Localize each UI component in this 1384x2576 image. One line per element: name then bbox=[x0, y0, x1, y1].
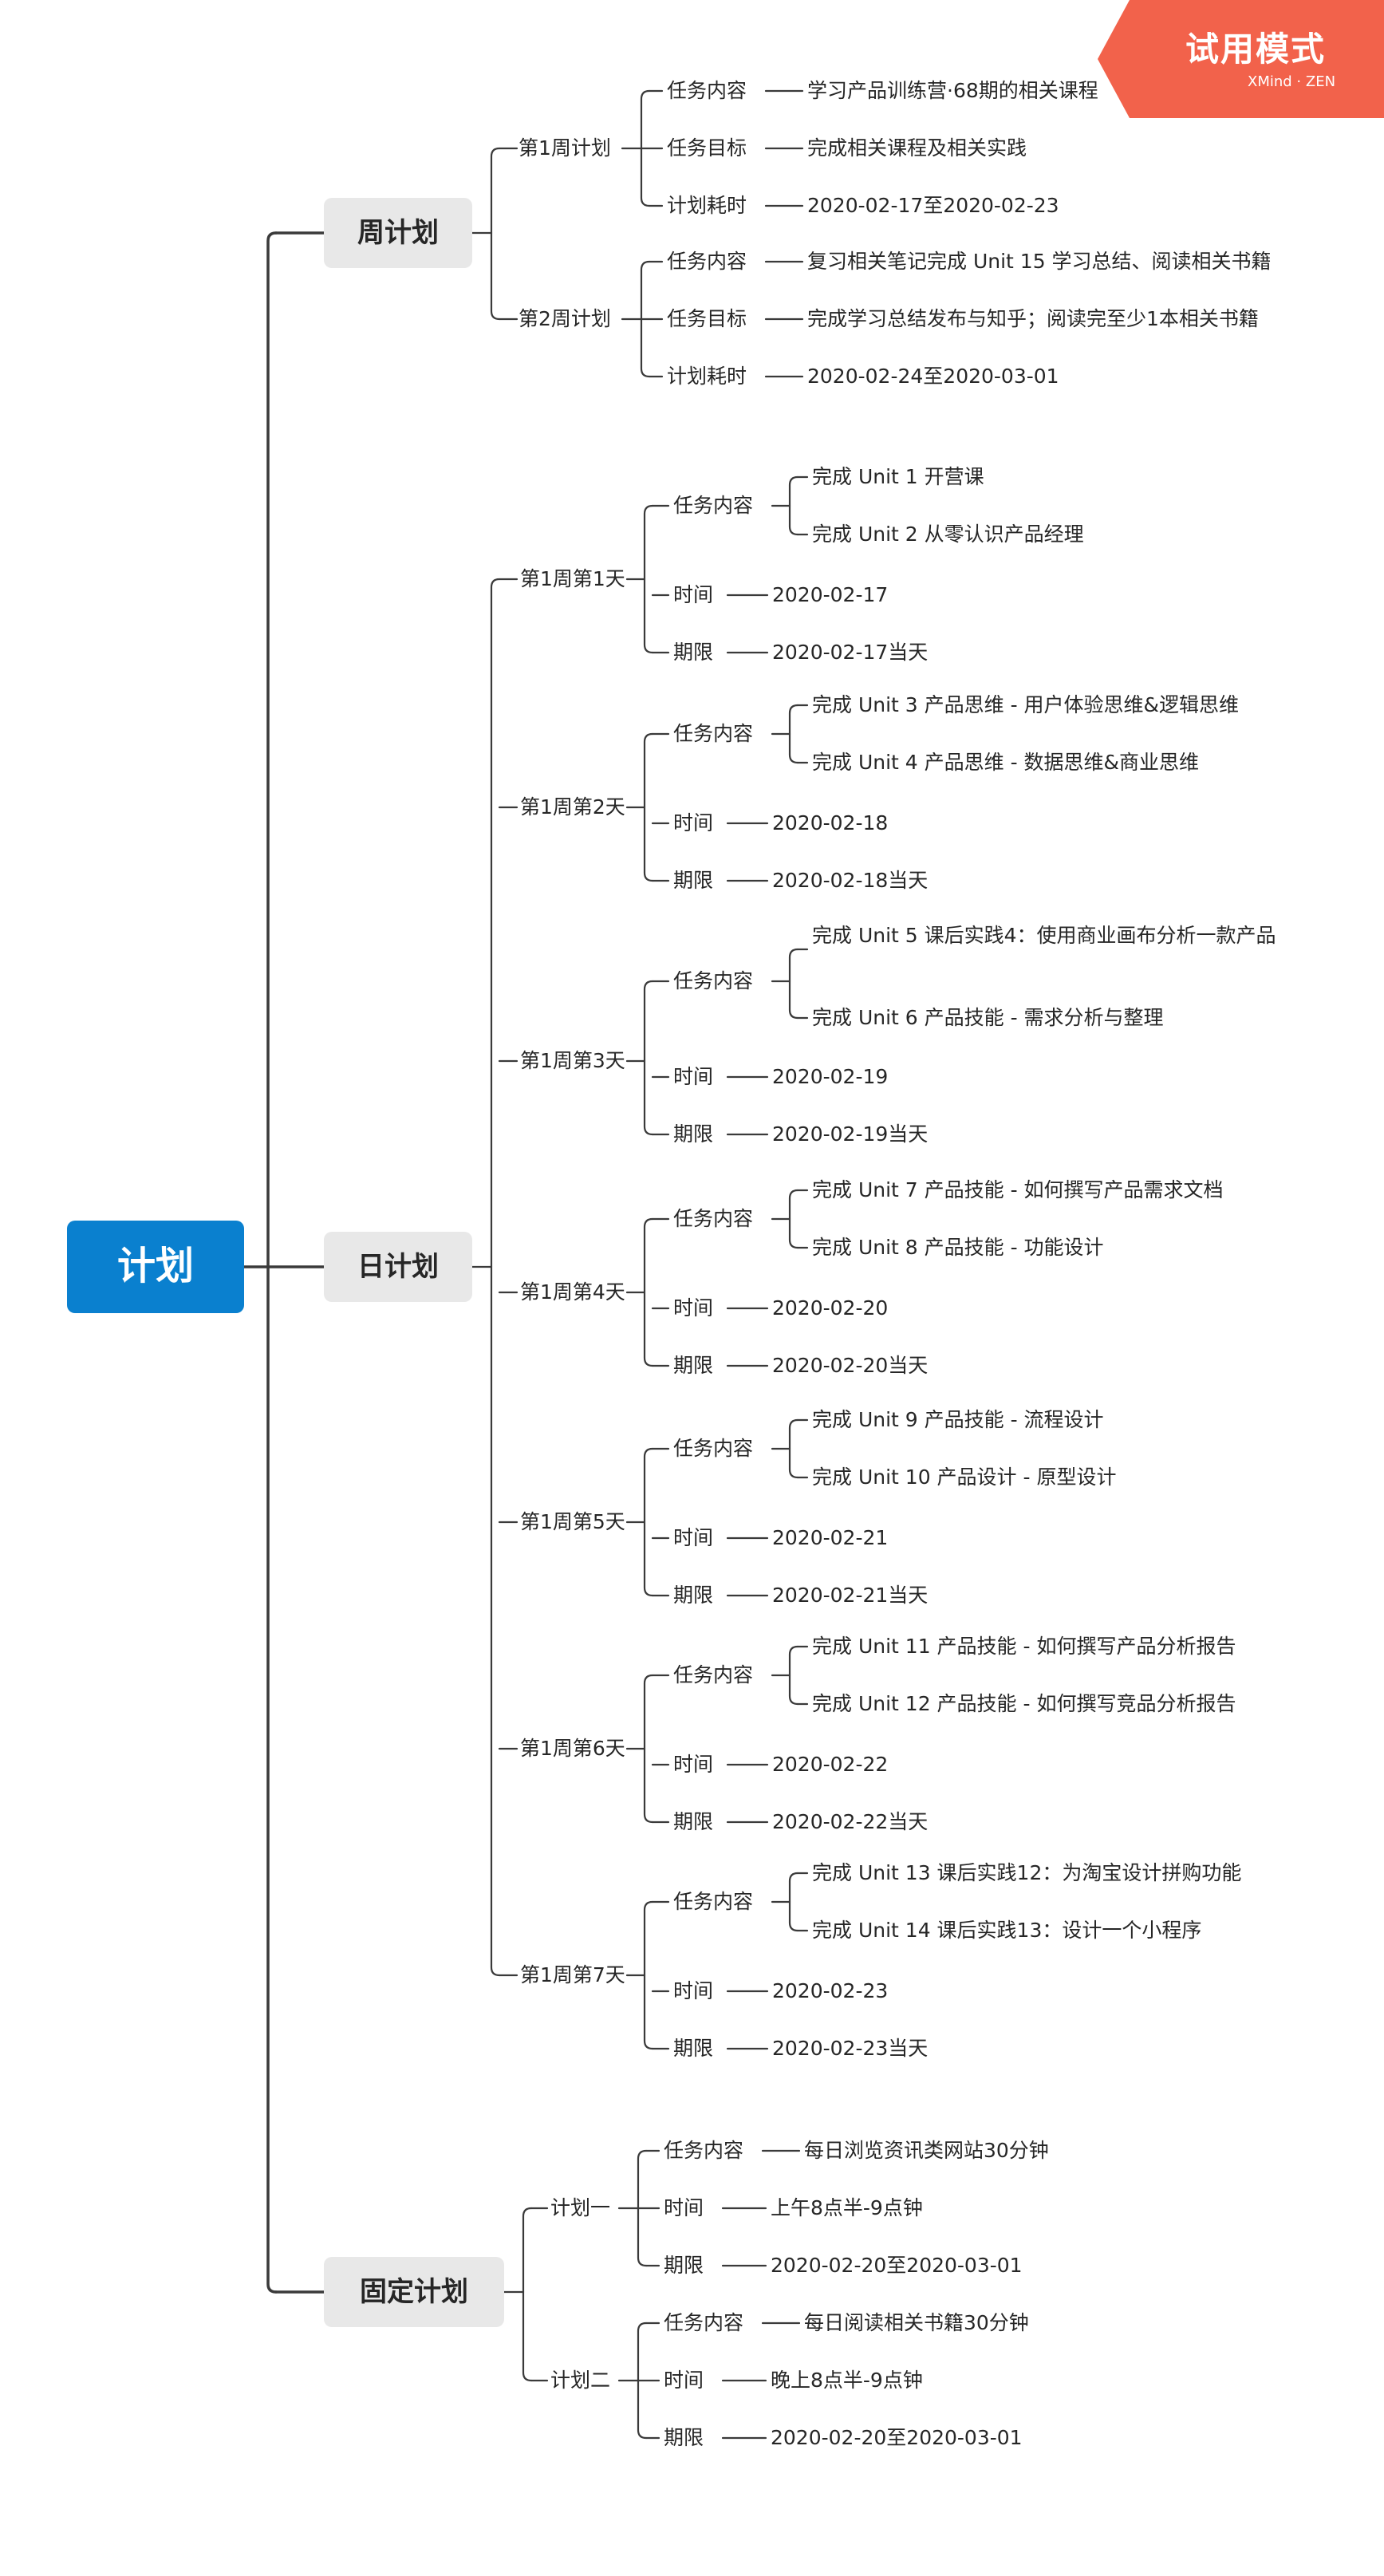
week-2-time-key[interactable]: 计划耗时 bbox=[667, 365, 747, 388]
day-1-time-key[interactable]: 时间 bbox=[673, 583, 714, 606]
day-4-task-1[interactable]: 完成 Unit 7 产品技能 - 如何撰写产品需求文档 bbox=[812, 1178, 1224, 1201]
day-6-deadline-value[interactable]: 2020-02-22当天 bbox=[772, 1810, 929, 1833]
trial-mode-badge[interactable]: 试用模式 XMind · ZEN bbox=[1098, 0, 1384, 118]
week-1-plan[interactable]: 第1周计划 bbox=[519, 136, 611, 160]
week-2-goal-key[interactable]: 任务目标 bbox=[667, 307, 747, 330]
day-4-time-value[interactable]: 2020-02-20 bbox=[772, 1296, 889, 1320]
fixed-plan-2-deadline-value[interactable]: 2020-02-20至2020-03-01 bbox=[771, 2426, 1023, 2449]
fixed-plan-1[interactable]: 计划一 bbox=[550, 2196, 611, 2219]
fixed-plan-1-time-value[interactable]: 上午8点半-9点钟 bbox=[771, 2196, 923, 2219]
day-1-time-value[interactable]: 2020-02-17 bbox=[772, 583, 889, 606]
day-4-time-key[interactable]: 时间 bbox=[673, 1296, 714, 1320]
week-1-goal-value[interactable]: 完成相关课程及相关实践 bbox=[807, 136, 1027, 160]
day-4-task-key[interactable]: 任务内容 bbox=[673, 1207, 754, 1230]
fixed-plan-2-content-key[interactable]: 任务内容 bbox=[664, 2311, 744, 2334]
day-6-task-2[interactable]: 完成 Unit 12 产品技能 - 如何撰写竞品分析报告 bbox=[812, 1692, 1236, 1715]
day-7-task-1[interactable]: 完成 Unit 13 课后实践12：为淘宝设计拼购功能 bbox=[812, 1861, 1242, 1884]
week-2-content-key[interactable]: 任务内容 bbox=[667, 250, 747, 273]
week-1-content-key[interactable]: 任务内容 bbox=[667, 79, 747, 102]
week-2-goal-value[interactable]: 完成学习总结发布与知乎；阅读完至少1本相关书籍 bbox=[807, 307, 1259, 330]
day-5-topic[interactable]: 第1周第5天 bbox=[520, 1510, 625, 1533]
day-7-time-key[interactable]: 时间 bbox=[673, 1979, 714, 2002]
day-1-task-key[interactable]: 任务内容 bbox=[673, 494, 754, 517]
day-4-deadline-key[interactable]: 期限 bbox=[673, 1354, 714, 1377]
day-2-deadline-key[interactable]: 期限 bbox=[673, 869, 714, 892]
day-5-time-key[interactable]: 时间 bbox=[673, 1526, 714, 1549]
day-3-task-key[interactable]: 任务内容 bbox=[673, 969, 754, 992]
day-3-time-key[interactable]: 时间 bbox=[673, 1065, 714, 1088]
topic-weekly-plan[interactable]: 周计划 bbox=[324, 198, 472, 268]
day-2-task-key[interactable]: 任务内容 bbox=[673, 722, 754, 745]
fixed-plan-2-deadline-key[interactable]: 期限 bbox=[664, 2426, 704, 2449]
fixed-plan-1-content-value[interactable]: 每日浏览资讯类网站30分钟 bbox=[804, 2139, 1049, 2162]
fixed-plan-1-time-key[interactable]: 时间 bbox=[664, 2196, 704, 2219]
day-5-task-key[interactable]: 任务内容 bbox=[673, 1437, 754, 1460]
day-3-task-2[interactable]: 完成 Unit 6 产品技能 - 需求分析与整理 bbox=[812, 1006, 1164, 1029]
day-2-time-key[interactable]: 时间 bbox=[673, 811, 714, 834]
day-3-time-value[interactable]: 2020-02-19 bbox=[772, 1065, 889, 1088]
day-6-task-key[interactable]: 任务内容 bbox=[673, 1663, 754, 1686]
fixed-plan-1-deadline-value[interactable]: 2020-02-20至2020-03-01 bbox=[771, 2254, 1023, 2277]
day-2-task-2[interactable]: 完成 Unit 4 产品思维 - 数据思维&商业思维 bbox=[812, 751, 1200, 774]
day-4-task-2[interactable]: 完成 Unit 8 产品技能 - 功能设计 bbox=[812, 1236, 1104, 1259]
day-3-task-1[interactable]: 完成 Unit 5 课后实践4：使用商业画布分析一款产品 bbox=[812, 924, 1276, 947]
fixed-plan-1-deadline-key[interactable]: 期限 bbox=[664, 2254, 704, 2277]
day-7-deadline-key[interactable]: 期限 bbox=[673, 2037, 714, 2060]
day-7-topic[interactable]: 第1周第7天 bbox=[520, 1963, 625, 1986]
day-4-topic[interactable]: 第1周第4天 bbox=[520, 1280, 625, 1304]
day-3-topic[interactable]: 第1周第3天 bbox=[520, 1049, 625, 1072]
week-1-goal-key[interactable]: 任务目标 bbox=[667, 136, 747, 160]
day-2-time-value[interactable]: 2020-02-18 bbox=[772, 811, 889, 834]
day-7-deadline-value[interactable]: 2020-02-23当天 bbox=[772, 2037, 929, 2060]
day-5-task-1[interactable]: 完成 Unit 9 产品技能 - 流程设计 bbox=[812, 1408, 1104, 1431]
topic-daily-plan[interactable]: 日计划 bbox=[324, 1232, 472, 1302]
fixed-plan-2-time-key[interactable]: 时间 bbox=[664, 2369, 704, 2392]
week-2-plan[interactable]: 第2周计划 bbox=[519, 307, 611, 330]
day-6-time-value[interactable]: 2020-02-22 bbox=[772, 1753, 889, 1776]
day-7-time-value[interactable]: 2020-02-23 bbox=[772, 1979, 889, 2002]
day-4-deadline-value[interactable]: 2020-02-20当天 bbox=[772, 1354, 929, 1377]
day-5-deadline-value[interactable]: 2020-02-21当天 bbox=[772, 1584, 929, 1607]
central-topic[interactable]: 计划 bbox=[67, 1221, 244, 1313]
day-2-deadline-value[interactable]: 2020-02-18当天 bbox=[772, 869, 929, 892]
week-1-content-value[interactable]: 学习产品训练营·68期的相关课程 bbox=[807, 79, 1098, 102]
day-7-task-key[interactable]: 任务内容 bbox=[673, 1890, 754, 1913]
fixed-plan-2[interactable]: 计划二 bbox=[550, 2369, 611, 2392]
fixed-plan-2-time-value[interactable]: 晚上8点半-9点钟 bbox=[771, 2369, 923, 2392]
day-3-deadline-key[interactable]: 期限 bbox=[673, 1122, 714, 1146]
day-1-topic[interactable]: 第1周第1天 bbox=[520, 567, 625, 590]
day-7-task-2[interactable]: 完成 Unit 14 课后实践13：设计一个小程序 bbox=[812, 1919, 1202, 1942]
fixed-plan-1-content-key[interactable]: 任务内容 bbox=[664, 2139, 744, 2162]
week-2-content-value[interactable]: 复习相关笔记完成 Unit 15 学习总结、阅读相关书籍 bbox=[807, 250, 1272, 273]
day-6-task-1[interactable]: 完成 Unit 11 产品技能 - 如何撰写产品分析报告 bbox=[812, 1635, 1236, 1658]
topic-fixed-plan[interactable]: 固定计划 bbox=[324, 2257, 504, 2327]
day-5-task-2[interactable]: 完成 Unit 10 产品设计 - 原型设计 bbox=[812, 1466, 1117, 1489]
week-1-time-value[interactable]: 2020-02-17至2020-02-23 bbox=[807, 194, 1059, 217]
badge-ribbon-icon bbox=[1098, 0, 1384, 118]
week-1-time-key[interactable]: 计划耗时 bbox=[667, 194, 747, 217]
day-6-topic[interactable]: 第1周第6天 bbox=[520, 1737, 625, 1760]
day-2-task-1[interactable]: 完成 Unit 3 产品思维 - 用户体验思维&逻辑思维 bbox=[812, 693, 1240, 716]
day-6-time-key[interactable]: 时间 bbox=[673, 1753, 714, 1776]
day-1-task-1[interactable]: 完成 Unit 1 开营课 bbox=[812, 465, 984, 488]
day-1-task-2[interactable]: 完成 Unit 2 从零认识产品经理 bbox=[812, 523, 1084, 546]
day-3-deadline-value[interactable]: 2020-02-19当天 bbox=[772, 1122, 929, 1146]
badge-title: 试用模式 bbox=[1185, 30, 1327, 69]
day-1-deadline-key[interactable]: 期限 bbox=[673, 641, 714, 664]
day-5-deadline-key[interactable]: 期限 bbox=[673, 1584, 714, 1607]
day-2-topic[interactable]: 第1周第2天 bbox=[520, 795, 625, 819]
day-6-deadline-key[interactable]: 期限 bbox=[673, 1810, 714, 1833]
badge-brand: XMind · ZEN bbox=[1248, 73, 1336, 90]
day-5-time-value[interactable]: 2020-02-21 bbox=[772, 1526, 889, 1549]
week-2-time-value[interactable]: 2020-02-24至2020-03-01 bbox=[807, 365, 1059, 388]
day-1-deadline-value[interactable]: 2020-02-17当天 bbox=[772, 641, 929, 664]
fixed-plan-2-content-value[interactable]: 每日阅读相关书籍30分钟 bbox=[804, 2311, 1029, 2334]
